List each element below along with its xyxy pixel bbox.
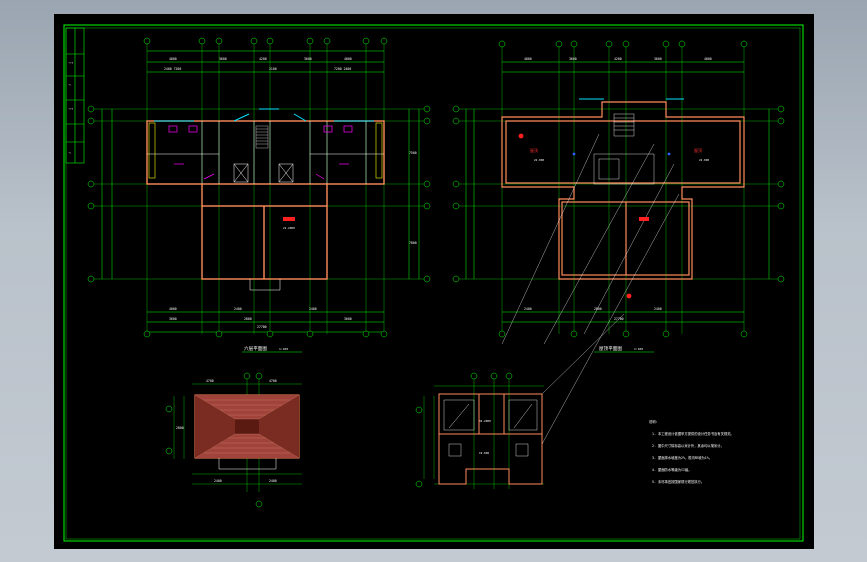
roof-detail-lower-notch <box>218 458 277 470</box>
svg-text:4800: 4800 <box>524 57 532 61</box>
roof-detail-dim-text: 4700 4700 2400 2400 2800 <box>176 379 277 483</box>
detail-plan-leader-lines <box>541 193 680 445</box>
right-plan-axis-grid <box>459 44 784 334</box>
roof-detail-bubbles <box>165 372 263 508</box>
detail-plan-label-2: 19.000 <box>479 451 489 455</box>
right-plan-dimension-lines <box>465 61 770 323</box>
outer-frame <box>63 24 804 542</box>
drawing-sheet[interactable]: ㄱㄱ ㄱ ㄱㄱ ㄱ <box>54 14 814 549</box>
roof-detail-tiles <box>194 394 300 459</box>
svg-text:ㄱ: ㄱ <box>68 151 71 155</box>
svg-text:3600: 3600 <box>219 57 227 61</box>
note-item-4: 4. 屋面防水等级为II级。 <box>652 467 692 472</box>
svg-text:3600: 3600 <box>304 57 312 61</box>
note-item-2: 2. 图中尺寸除标高以米计外，其余均以毫米计。 <box>652 443 724 448</box>
notes-heading: 说明: <box>649 419 658 424</box>
svg-text:2800: 2800 <box>176 426 184 430</box>
right-plan-slope-lines <box>501 133 675 345</box>
left-plan-axis-bubbles <box>87 37 431 338</box>
right-plan-axis-bubbles <box>452 40 785 338</box>
roof-detail-bottom-slope <box>195 434 299 458</box>
svg-text:2400: 2400 <box>309 307 317 311</box>
left-plan-scale: 1:100 <box>279 347 288 351</box>
svg-text:4800: 4800 <box>169 307 177 311</box>
left-plan-shafts <box>233 163 294 183</box>
right-plan-stair-box <box>593 113 655 185</box>
left-plan-dimension-lines <box>101 50 420 333</box>
svg-text:ㄱ: ㄱ <box>68 83 71 87</box>
roof-detail-right-slope <box>259 395 299 458</box>
svg-text:2100: 2100 <box>269 67 277 71</box>
detail-plan-bubbles <box>415 372 513 488</box>
svg-text:2400: 2400 <box>234 307 242 311</box>
left-plan-walls <box>146 120 385 280</box>
detail-plan[interactable]: 32.2000 19.000 <box>415 193 680 489</box>
svg-text:4200: 4200 <box>614 57 622 61</box>
svg-text:7500: 7500 <box>409 151 417 155</box>
svg-text:2400: 2400 <box>269 479 277 483</box>
left-plan-stair <box>255 125 269 149</box>
svg-text:2400: 2400 <box>654 307 662 311</box>
right-plan-room-tags: 屋顶 屋顶 <box>518 133 702 299</box>
right-plan-title: 屋顶平面图 <box>599 346 622 352</box>
svg-text:屋顶: 屋顶 <box>694 147 702 153</box>
svg-text:屋顶: 屋顶 <box>530 147 538 153</box>
svg-text:4800: 4800 <box>344 57 352 61</box>
left-plan-dim-text: 4800 3600 4200 3600 4800 2400 7200 2100 7200 … <box>164 57 417 321</box>
left-plan-room-tag <box>283 217 295 221</box>
svg-text:3600: 3600 <box>344 317 352 321</box>
notes-block: 说明: 1. 本工程设计依据甲方提供的设计任务书及有关规范。 2. 图中尺寸除标… <box>649 419 734 484</box>
right-plan-area-label-1: 22.000 <box>534 158 544 162</box>
svg-text:2400: 2400 <box>214 479 222 483</box>
svg-text:ㄱㄱ: ㄱㄱ <box>68 61 74 65</box>
detail-plan-interior <box>443 399 538 457</box>
right-plan-scale: 1:100 <box>634 347 643 351</box>
svg-text:2800: 2800 <box>244 317 252 321</box>
roof-detail-top-slope <box>195 395 299 419</box>
title-block-marks: ㄱㄱ ㄱ ㄱㄱ ㄱ <box>68 61 74 155</box>
left-floor-plan[interactable]: 21.2000 4800 3600 4200 3600 4800 2400 7200 2… <box>87 37 431 353</box>
svg-text:2800: 2800 <box>594 307 602 311</box>
svg-text:4200: 4200 <box>259 57 267 61</box>
svg-text:3600: 3600 <box>169 317 177 321</box>
left-plan-interior-walls <box>147 121 384 184</box>
svg-text:3600: 3600 <box>569 57 577 61</box>
roof-detail-left-slope <box>195 395 235 458</box>
svg-text:2400: 2400 <box>524 307 532 311</box>
detail-plan-walls <box>438 393 543 485</box>
svg-text:2400 7200: 2400 7200 <box>164 67 181 71</box>
left-plan-window-frames <box>148 122 383 179</box>
left-plan-area-label: 21.2000 <box>283 226 295 230</box>
note-item-5: 5. 未尽事宜按国家现行规范执行。 <box>652 479 704 484</box>
left-plan-entry <box>249 279 281 291</box>
left-plan-fixtures <box>168 125 353 180</box>
drawing-canvas: ㄱㄱ ㄱ ㄱㄱ ㄱ <box>63 24 804 542</box>
note-item-1: 1. 本工程设计依据甲方提供的设计任务书及有关规范。 <box>652 431 734 436</box>
left-plan-windows <box>154 108 374 122</box>
hip-roof-detail[interactable]: 4700 4700 2400 2400 2800 <box>165 372 302 508</box>
left-plan-total-dim: 27700 <box>257 325 267 329</box>
right-plan-roof-edge <box>501 101 745 280</box>
detail-plan-label: 32.2000 <box>479 419 491 423</box>
svg-text:4800: 4800 <box>169 57 177 61</box>
svg-text:7200 2400: 7200 2400 <box>334 67 351 71</box>
left-plan-title: 六层平面图 <box>244 345 267 352</box>
svg-text:4700: 4700 <box>269 379 277 383</box>
title-block <box>65 27 85 164</box>
right-plan-dim-text: 4800 3600 4200 3600 4800 2400 2800 2400 <box>524 57 712 311</box>
inner-frame <box>65 27 801 540</box>
svg-text:4800: 4800 <box>704 57 712 61</box>
detail-plan-grid <box>423 376 544 489</box>
svg-text:3600: 3600 <box>654 57 662 61</box>
right-plan-area-label-2: 22.000 <box>699 158 709 162</box>
svg-text:7800: 7800 <box>409 241 417 245</box>
note-item-3: 3. 屋面排水坡度为2%，檐沟纵坡为1%。 <box>652 455 712 460</box>
svg-text:ㄱㄱ: ㄱㄱ <box>68 107 74 111</box>
svg-text:4700: 4700 <box>206 379 214 383</box>
